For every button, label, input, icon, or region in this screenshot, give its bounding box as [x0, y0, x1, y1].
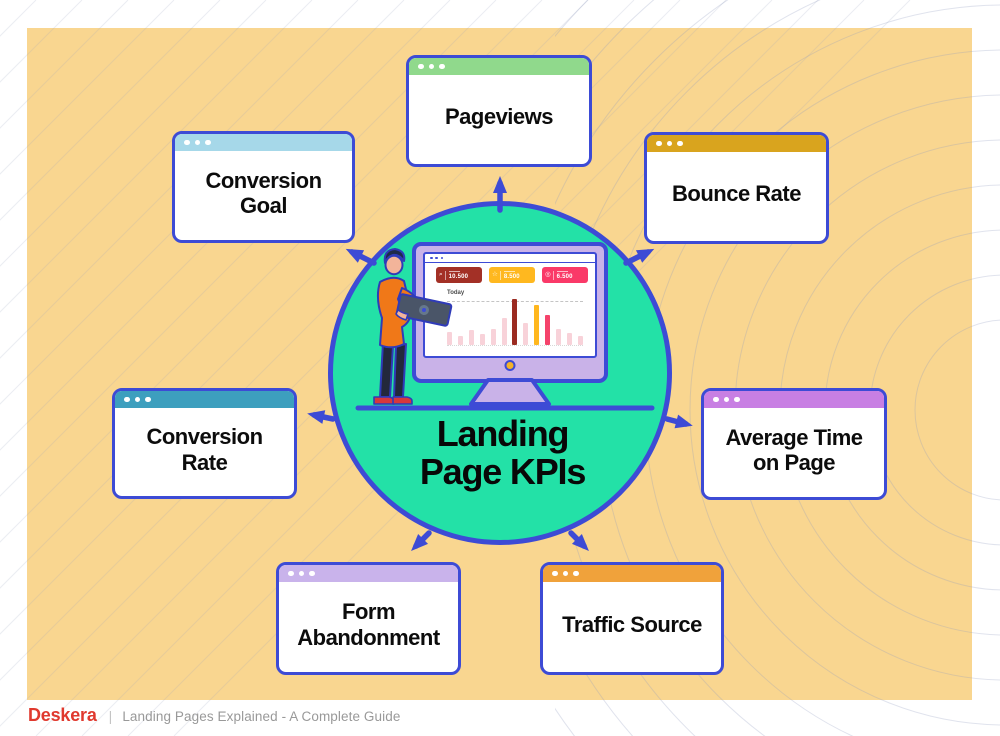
- node-label: Conversion Goal: [205, 167, 322, 218]
- node-label: Pageviews: [444, 104, 554, 130]
- card-value-group: 8.500: [503, 270, 520, 280]
- footer-caption: Landing Pages Explained - A Complete Gui…: [122, 709, 401, 724]
- window-dot-icon: [439, 63, 445, 70]
- window-titlebar: [409, 58, 589, 75]
- monitor-screen: ⌕ 10.500 ☆ 8.500 ◎ 6.500 Today: [423, 252, 597, 358]
- window-dot-icon: [573, 570, 579, 577]
- window-dot-icon: [418, 63, 424, 70]
- window-dot-icon: [666, 140, 672, 147]
- footer: Deskera | Landing Pages Explained - A Co…: [28, 705, 400, 726]
- chart-bar: [545, 315, 551, 345]
- card-caption-mark: [503, 270, 515, 272]
- node-label: Traffic Source: [562, 611, 702, 637]
- node-label: Conversion Rate: [146, 424, 263, 475]
- diagram-title: Landing Page KPIs: [395, 415, 610, 491]
- node-average-time-on-page: Average Time on Page: [701, 388, 887, 500]
- chart-bar: [512, 299, 518, 345]
- chart-bar: [457, 336, 463, 345]
- node-pageviews: Pageviews: [406, 55, 592, 167]
- chart-label: Today: [447, 290, 465, 296]
- card-value: 10.500: [448, 273, 469, 280]
- chart-bar: [490, 329, 496, 345]
- window-titlebar: [543, 565, 721, 582]
- window-dot-icon: [184, 139, 190, 146]
- footer-divider: |: [108, 708, 113, 724]
- window-dot-icon: [435, 256, 439, 260]
- chart-bar: [577, 336, 583, 345]
- card-divider: [445, 270, 447, 280]
- monitor-illustration: ⌕ 10.500 ☆ 8.500 ◎ 6.500 Today: [412, 242, 608, 383]
- window-dot-icon: [440, 256, 444, 260]
- window-titlebar: [115, 391, 294, 408]
- window-dot-icon: [145, 396, 151, 403]
- window-dot-icon: [713, 396, 719, 403]
- window-dot-icon: [552, 570, 558, 577]
- chart-bar: [534, 305, 540, 345]
- node-label: Bounce Rate: [672, 181, 801, 207]
- window-dot-icon: [677, 140, 683, 147]
- window-dot-icon: [205, 139, 211, 146]
- window-dot-icon: [734, 396, 740, 403]
- window-dot-icon: [309, 570, 315, 577]
- chart-bar: [447, 332, 452, 345]
- node-form-abandonment: Form Abandonment: [276, 562, 461, 675]
- card-caption-mark: [448, 270, 460, 272]
- card-value-group: 10.500: [448, 270, 469, 280]
- window-dot-icon: [298, 570, 304, 577]
- window-dot-icon: [134, 396, 140, 403]
- monitor-bar-chart: [447, 298, 583, 346]
- node-conversion-goal: Conversion Goal: [172, 131, 355, 243]
- card-value-group: 6.500: [556, 270, 573, 280]
- chart-bar: [501, 318, 507, 345]
- window-dot-icon: [562, 570, 568, 577]
- target-icon: ◎: [545, 270, 551, 278]
- window-titlebar: [647, 135, 826, 152]
- node-label: Form Abandonment: [297, 599, 440, 650]
- stat-card: ⌕ 10.500: [436, 267, 482, 283]
- node-traffic-source: Traffic Source: [540, 562, 724, 675]
- diagram-title-line1: Landing: [436, 413, 570, 454]
- deskera-logo: Deskera: [28, 705, 97, 725]
- chart-bar: [468, 330, 474, 345]
- browser-titlebar: [425, 254, 595, 263]
- window-titlebar: [704, 391, 884, 408]
- chart-bar: [479, 334, 485, 345]
- window-dot-icon: [430, 256, 433, 260]
- window-dot-icon: [656, 140, 662, 147]
- window-dot-icon: [194, 139, 200, 146]
- window-dot-icon: [288, 570, 294, 577]
- chart-bar: [556, 329, 562, 345]
- diagram-title-line2: Page KPIs: [419, 450, 586, 492]
- stat-cards: ⌕ 10.500 ☆ 8.500 ◎ 6.500: [436, 267, 588, 283]
- card-caption-mark: [556, 270, 568, 272]
- card-value: 8.500: [503, 273, 520, 280]
- stat-card: ◎ 6.500: [542, 267, 588, 283]
- card-value: 6.500: [556, 273, 573, 280]
- window-dot-icon: [124, 396, 130, 403]
- star-icon: ☆: [492, 270, 498, 278]
- window-titlebar: [279, 565, 458, 582]
- chart-bar: [566, 333, 572, 345]
- node-label: Average Time on Page: [725, 424, 863, 475]
- stat-card: ☆ 8.500: [489, 267, 535, 283]
- window-dot-icon: [723, 396, 729, 403]
- chart-bar: [523, 323, 529, 345]
- window-titlebar: [175, 134, 352, 151]
- node-conversion-rate: Conversion Rate: [112, 388, 297, 499]
- card-divider: [500, 270, 502, 280]
- magnifier-icon: ⌕: [439, 270, 443, 278]
- node-bounce-rate: Bounce Rate: [644, 132, 829, 244]
- window-dot-icon: [428, 63, 434, 70]
- card-divider: [553, 270, 555, 280]
- monitor-power-button: [504, 360, 516, 371]
